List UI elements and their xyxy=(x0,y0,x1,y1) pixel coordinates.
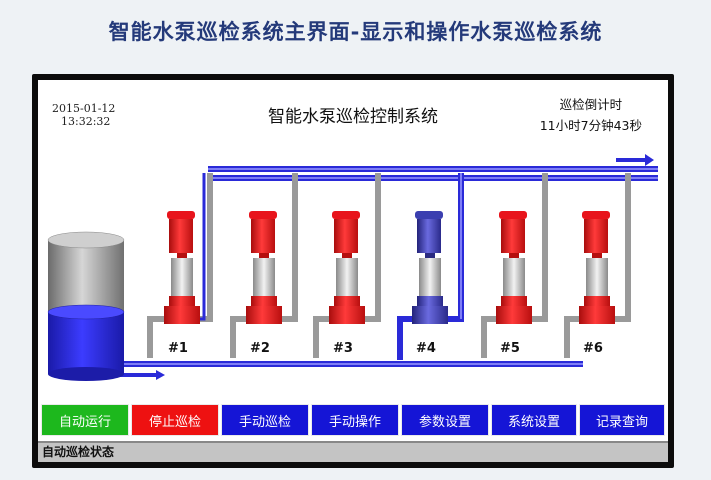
status-bar: 自动巡检状态 xyxy=(38,441,668,462)
stop-inspection-button[interactable]: 停止巡检 xyxy=(131,404,219,436)
datetime-display: 2015-01-12 13:32:32 xyxy=(52,102,115,128)
time-text: 13:32:32 xyxy=(61,115,111,128)
pump-label-2: #2 xyxy=(250,341,270,356)
pump-label-3: #3 xyxy=(333,341,353,356)
countdown-value: 11小时7分钟43秒 xyxy=(539,118,642,133)
pump-label-6: #6 xyxy=(583,341,603,356)
manual-inspection-button[interactable]: 手动巡检 xyxy=(221,404,309,436)
flow-out-arrow-icon xyxy=(616,154,654,166)
system-settings-button[interactable]: 系统设置 xyxy=(491,404,577,436)
pump-4[interactable] xyxy=(397,173,464,360)
system-title: 智能水泵巡检控制系统 xyxy=(268,107,438,127)
water-tank xyxy=(47,231,125,381)
pump-6[interactable] xyxy=(564,173,631,358)
pump-5[interactable] xyxy=(481,173,548,358)
flow-in-arrow-icon xyxy=(118,370,165,380)
inspection-countdown: 巡检倒计时 11小时7分钟43秒 xyxy=(540,94,642,136)
record-query-button[interactable]: 记录查询 xyxy=(579,404,665,436)
pump-station-diagram xyxy=(47,154,658,381)
discharge-header-pipe xyxy=(208,166,658,181)
auto-run-button[interactable]: 自动运行 xyxy=(41,404,129,436)
pump-label-1: #1 xyxy=(168,341,188,356)
hmi-screen: 2015-01-12 13:32:32 智能水泵巡检控制系统 巡检倒计时 11小… xyxy=(38,80,668,462)
date-text: 2015-01-12 xyxy=(52,102,116,115)
parameter-settings-button[interactable]: 参数设置 xyxy=(401,404,489,436)
pump-1[interactable] xyxy=(147,173,213,358)
pump-label-5: #5 xyxy=(500,341,520,356)
countdown-label: 巡检倒计时 xyxy=(559,97,623,112)
control-button-bar: 自动运行 停止巡检 手动巡检 手动操作 参数设置 系统设置 记录查询 xyxy=(41,404,665,438)
manual-operation-button[interactable]: 手动操作 xyxy=(311,404,399,436)
page-title: 智能水泵巡检系统主界面-显示和操作水泵巡检系统 xyxy=(108,20,603,44)
pump-label-4: #4 xyxy=(416,341,436,356)
pump-2[interactable] xyxy=(230,173,298,358)
pump-3[interactable] xyxy=(313,173,381,358)
